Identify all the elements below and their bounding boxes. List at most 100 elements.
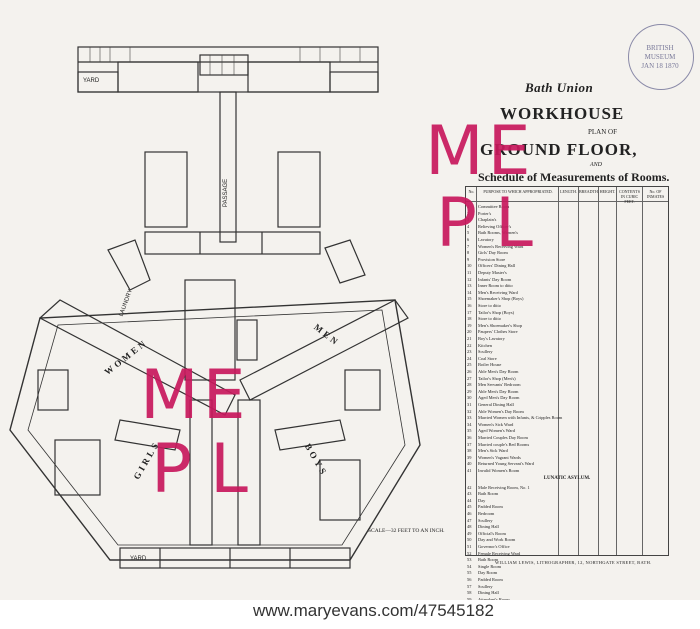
row-purpose: General Dining Hall [478, 402, 514, 407]
museum-stamp [628, 24, 694, 90]
row-purpose: Married Women with Infants, & Cripples R… [478, 415, 563, 421]
schedule-row: 46 Bedroom [466, 511, 668, 517]
title-plan-of: PLAN OF [588, 128, 617, 136]
row-purpose: Porter's [478, 210, 492, 216]
row-number: 12 [467, 276, 472, 282]
row-number: 11 [467, 270, 472, 275]
row-purpose: Invalid Women's Room [478, 468, 520, 473]
col-contents: CONTENTS IN CUBIC FEET. [619, 189, 640, 204]
schedule-row: 26 Able Men's Day Room [466, 369, 668, 375]
row-purpose: Padded Room [478, 577, 503, 582]
row-number: 14 [467, 289, 472, 295]
row-purpose: Inner Room to ditto [478, 283, 513, 289]
row-purpose: Men Servants' Bedroom [478, 382, 521, 388]
title-and: AND [590, 162, 602, 168]
schedule-row: 18 Store to ditto [466, 316, 668, 322]
row-purpose: Boy's Lavatory [478, 336, 505, 341]
row-purpose: Governor's Office [478, 544, 510, 549]
row-number: 27 [467, 375, 472, 381]
stamp-text: BRITISH MUSEUM JAN 18 1870 [641, 44, 679, 70]
schedule-row: 59Attendant's Room [466, 597, 668, 603]
row-purpose: Bath Rooms, Women's [478, 230, 518, 236]
row-number: 37 [467, 441, 472, 447]
row-number: 36 [467, 435, 472, 440]
row-purpose: Girls' Day Room [478, 250, 508, 256]
row-number: 34 [467, 421, 472, 427]
row-purpose: Store to ditto [478, 316, 501, 322]
row-purpose: Bedroom [478, 511, 495, 516]
row-number: 32 [467, 408, 472, 414]
row-purpose: Official's Room [478, 530, 506, 536]
row-number: 28 [467, 382, 472, 388]
row-number: 55 [467, 570, 472, 576]
row-number: 56 [467, 577, 472, 582]
row-purpose: Lavatory [478, 237, 494, 242]
row-number: 35 [467, 428, 472, 434]
row-number: 49 [467, 530, 472, 536]
row-purpose: Day [478, 497, 486, 503]
row-purpose: Single Room [478, 563, 502, 569]
row-number: 22 [467, 342, 472, 348]
row-purpose: Married Couples Day Room [478, 435, 528, 440]
row-number: 53 [467, 557, 472, 563]
row-number: 45 [467, 504, 472, 510]
row-purpose: Bath Room [478, 491, 499, 497]
row-number: 26 [467, 369, 472, 374]
row-purpose: Men's Sick Ward [478, 448, 508, 454]
yard-label-bottom: YARD [130, 556, 147, 562]
row-number: 59 [467, 597, 471, 603]
row-number: 19 [467, 322, 472, 328]
row-number: 4 [467, 223, 470, 229]
row-number: 58 [467, 590, 472, 596]
row-purpose: Able Men's Day Room [478, 388, 519, 394]
footer-bar [0, 600, 700, 629]
row-purpose: Scullery [478, 349, 493, 355]
row-purpose: Married couple's Bed Rooms [478, 441, 530, 447]
row-purpose: Able Men's Day Room [478, 369, 519, 374]
row-number: 5 [467, 230, 470, 236]
col-no: No. [468, 189, 475, 194]
watermark-me-top: ME [425, 112, 535, 191]
row-purpose: Scullery [478, 517, 493, 523]
row-purpose: Shoemaker's Shop (Boys) [478, 296, 524, 302]
row-purpose: Dining Hall [478, 524, 499, 530]
row-number: 51 [467, 544, 472, 549]
row-purpose: Day and Work Room [478, 537, 516, 543]
row-number: 57 [467, 583, 472, 589]
title-union: Bath Union [525, 80, 594, 95]
row-number: 23 [467, 349, 472, 355]
yard-label: YARD [83, 78, 100, 84]
row-number: 50 [467, 537, 472, 543]
row-purpose: Day Room [478, 570, 498, 576]
row-number: 18 [467, 316, 472, 322]
row-purpose: Able Women's Day Room [478, 408, 524, 414]
schedule-table: No. PURPOSE TO WHICH APPROPRIATED. LENGT… [465, 186, 669, 608]
col-purpose: PURPOSE TO WHICH APPROPRIATED. [483, 189, 553, 194]
row-number: 10 [467, 263, 472, 269]
row-purpose: Officers' Dining Hall [478, 263, 516, 269]
row-number: 54 [467, 563, 472, 569]
row-number: 46 [467, 511, 472, 516]
